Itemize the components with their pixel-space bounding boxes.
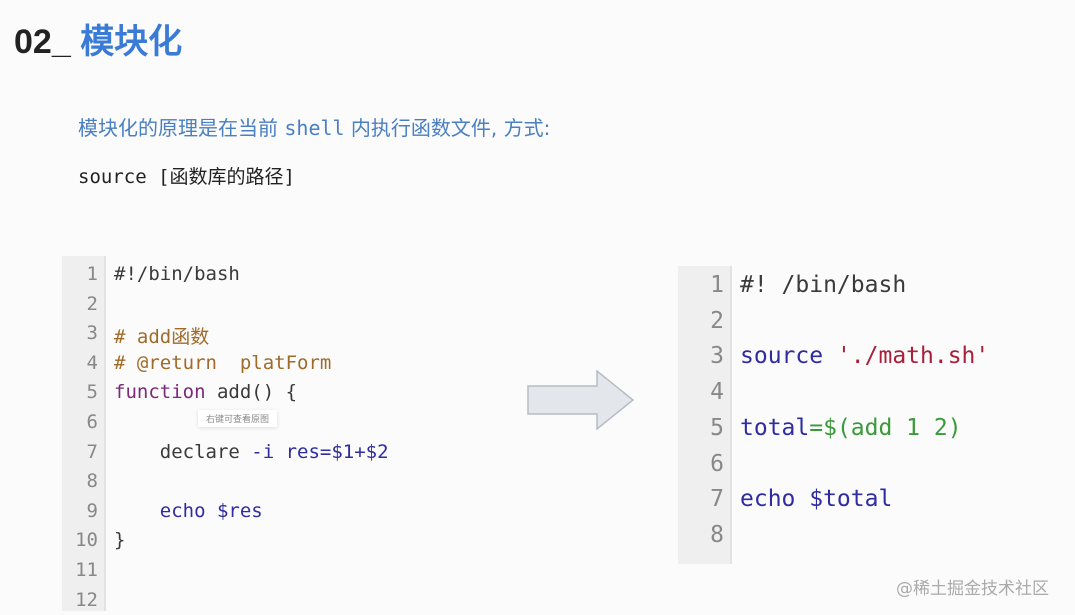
- code-line: declare -i res=$1+$2: [114, 441, 389, 463]
- line-number: 10: [75, 529, 98, 552]
- line-number: 4: [710, 379, 724, 406]
- title-prefix: 02_: [14, 23, 71, 61]
- line-number: 5: [710, 414, 724, 441]
- code-line: #! /bin/bash: [740, 272, 906, 298]
- line-number: 6: [710, 450, 724, 477]
- code-token: source: [740, 343, 837, 370]
- line-number: 3: [710, 343, 724, 370]
- code-line: # @return platForm: [114, 352, 331, 374]
- title-highlight: 模块化: [80, 23, 183, 61]
- intro-text: 模块化的原理是在当前 shell 内执行函数文件, 方式:: [78, 112, 550, 141]
- code-token: # @return platForm: [114, 351, 332, 374]
- line-number: 1: [86, 263, 98, 285]
- line-number: 12: [75, 588, 98, 611]
- main-sh-code-block: 1 #! /bin/bash 2 3 source './math.sh' 4 5 total…: [678, 266, 1008, 564]
- code-token: echo $total: [740, 486, 893, 513]
- code-line: total=$(add 1 2): [740, 415, 962, 441]
- line-number: 2: [710, 307, 724, 334]
- line-number: 4: [86, 351, 98, 374]
- line-number: 6: [86, 411, 98, 433]
- math-sh-code-block: 1 #!/bin/bash 2 3 # add函数 4 # @return platForm…: [62, 256, 462, 611]
- intro-part1: 模块化的原理是在当前: [78, 116, 285, 140]
- code-token: #!/bin/bash: [114, 263, 240, 285]
- code-line: function add() {: [114, 381, 297, 403]
- code-line: #!/bin/bash: [114, 263, 240, 285]
- line-number: 7: [86, 440, 98, 463]
- code-token: # add函数: [114, 326, 210, 349]
- line-number: 8: [710, 521, 724, 548]
- code-token: function: [114, 381, 206, 404]
- line-gutter: [62, 256, 106, 611]
- code-token: -i res=$1+$2: [251, 440, 389, 463]
- line-number: 9: [86, 499, 98, 522]
- line-gutter: [678, 266, 732, 564]
- intro-shell: shell: [284, 116, 345, 140]
- code-line: source './math.sh': [740, 343, 989, 369]
- code-token: =$(add 1 2): [809, 414, 962, 441]
- line-number: 7: [710, 486, 724, 513]
- code-line: }: [114, 529, 125, 551]
- line-number: 11: [75, 559, 98, 581]
- code-token: declare: [114, 440, 252, 463]
- code-line: echo $res: [114, 500, 263, 522]
- source-syntax: source [函数库的路径]: [78, 166, 295, 188]
- code-line: echo $total: [740, 486, 892, 512]
- tooltip: 右键可查看原图: [198, 410, 278, 427]
- code-token: #! /bin/bash: [740, 272, 907, 298]
- intro-part2: 内执行函数文件, 方式:: [344, 116, 551, 140]
- line-number: 5: [86, 381, 98, 404]
- arrow-right-icon: [527, 370, 635, 430]
- watermark: @稀土掘金技术社区: [896, 579, 1049, 599]
- code-token: }: [114, 529, 126, 552]
- line-number: 2: [86, 292, 98, 315]
- code-token: add() {: [205, 381, 298, 404]
- code-token: echo $res: [114, 499, 263, 522]
- slide-title: 02_ 模块化: [14, 14, 182, 63]
- code-token: './math.sh': [836, 343, 990, 370]
- code-line: # add函数: [114, 322, 209, 349]
- line-number: 1: [710, 272, 724, 298]
- line-number: 3: [86, 322, 98, 345]
- line-number: 8: [86, 470, 98, 493]
- code-token: total: [740, 414, 810, 441]
